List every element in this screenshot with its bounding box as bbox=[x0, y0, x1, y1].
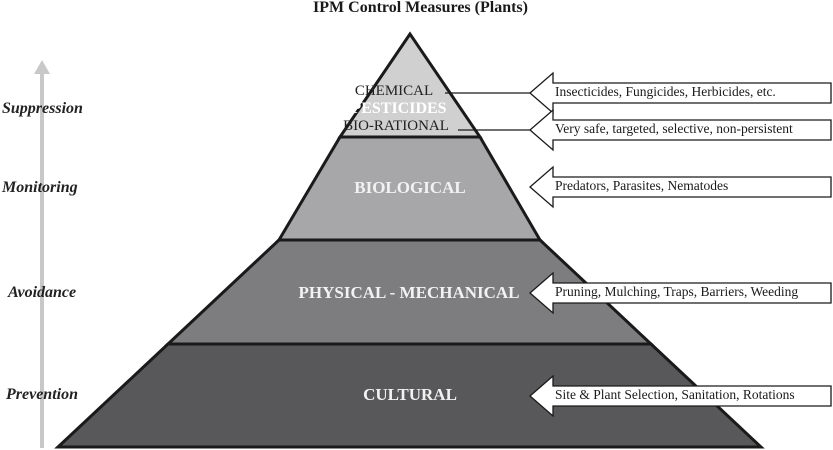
stage-label-avoidance: Avoidance bbox=[8, 284, 77, 301]
physical-mechanical-label: PHYSICAL - MECHANICAL bbox=[298, 283, 520, 302]
callout-chemical: Insecticides, Fungicides, Herbicides, et… bbox=[555, 84, 776, 99]
callout-arrow-biological bbox=[529, 165, 832, 209]
callout-cultural: Site & Plant Selection, Sanitation, Rota… bbox=[555, 387, 795, 402]
bio-rational-label: BIO-RATIONAL bbox=[343, 118, 449, 134]
diagram-title: IPM Control Measures (Plants) bbox=[313, 0, 528, 16]
stage-label-suppression: Suppression bbox=[2, 100, 83, 117]
up-arrow-icon bbox=[34, 60, 50, 448]
axis-shaft bbox=[40, 72, 44, 448]
callout-arrow-bio-rational bbox=[529, 108, 832, 152]
chemical-label: CHEMICAL bbox=[354, 83, 434, 99]
callout-bio-rational: Very safe, targeted, selective, non-pers… bbox=[555, 121, 793, 136]
callout-arrow-cultural bbox=[529, 374, 832, 418]
stage-label-prevention: Prevention bbox=[6, 386, 78, 403]
biological-label: BIOLOGICAL bbox=[354, 178, 466, 197]
callout-biological: Predators, Parasites, Nematodes bbox=[555, 178, 729, 193]
callout-arrow-physical-mechanical bbox=[529, 271, 832, 315]
pesticides-label: PESTICIDES bbox=[351, 100, 447, 117]
stage-label-monitoring: Monitoring bbox=[2, 179, 78, 196]
callout-physical-mechanical: Pruning, Mulching, Traps, Barriers, Weed… bbox=[555, 284, 799, 299]
cultural-label: CULTURAL bbox=[363, 385, 457, 404]
axis-arrowhead bbox=[34, 60, 50, 74]
layer-biological-fill bbox=[276, 135, 543, 242]
